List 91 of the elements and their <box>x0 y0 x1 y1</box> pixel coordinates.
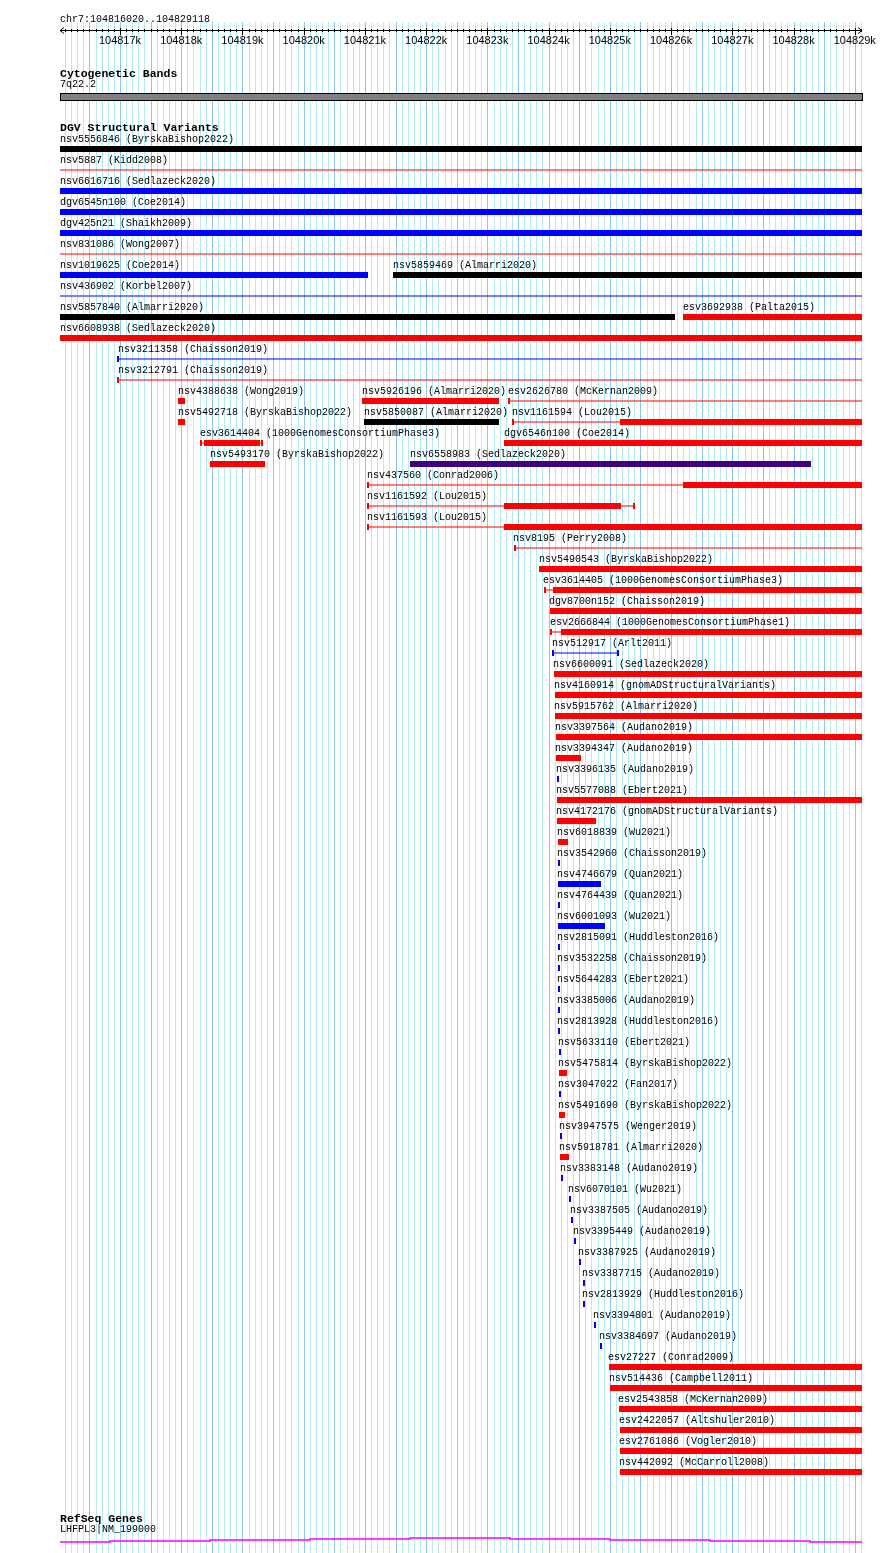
variant-label: dgv6546n100 (Coe2014) <box>504 428 631 440</box>
band-label: 7q22.2 <box>60 79 96 91</box>
variant-label: nsv3397564 (Audano2019) <box>555 722 694 734</box>
track-title: RefSeq Genes <box>60 1512 143 1525</box>
variant-label: nsv3211358 (Chaisson2019) <box>118 344 269 356</box>
variant-label: nsv5491690 (ByrskaBishop2022) <box>558 1100 733 1112</box>
variant-label: esv2761086 (Vogler2010) <box>619 1436 758 1448</box>
axis-tick-label: 104826k <box>649 34 693 46</box>
variant-label: nsv3383148 (Audano2019) <box>560 1163 699 1175</box>
axis-tick-label: 104820k <box>282 34 325 46</box>
variant-label: nsv3387715 (Audano2019) <box>582 1268 721 1280</box>
variant-label: nsv5644283 (Ebert2021) <box>557 974 690 986</box>
variant-label: nsv8195 (Perry2008) <box>513 533 628 545</box>
variant-label: nsv437560 (Conrad2006) <box>367 470 500 482</box>
variant-label: nsv5857840 (Almarri2020) <box>60 302 205 314</box>
variant-label: nsv3394801 (Audano2019) <box>593 1310 732 1322</box>
variant-label: nsv442092 (McCarroll2008) <box>619 1457 770 1469</box>
variant-label: nsv1161594 (Lou2015) <box>512 407 633 419</box>
variant-label: nsv3212791 (Chaisson2019) <box>118 365 269 377</box>
variant-label: nsv5915762 (Almarri2020) <box>554 701 699 713</box>
variant-label: nsv2815091 (Huddleston2016) <box>557 932 720 944</box>
variant-label: nsv3385006 (Audano2019) <box>557 995 696 1007</box>
variant-label: dgv425n21 (Shaikh2009) <box>60 218 193 230</box>
variant-label: esv2666844 (1000GenomesConsortiumPhase1) <box>550 617 791 629</box>
track-title: DGV Structural Variants <box>60 121 219 134</box>
variant-label: nsv3947575 (Wenger2019) <box>559 1121 698 1133</box>
axis-tick-label: 104828k <box>772 34 815 46</box>
variant-label: esv3614404 (1000GenomesConsortiumPhase3) <box>200 428 441 440</box>
variant-label: esv2626780 (McKernan2009) <box>508 386 659 398</box>
variant-label: nsv831086 (Wong2007) <box>60 239 181 251</box>
gene-label: LHFPL3|NM_199000 <box>60 1524 156 1536</box>
variant-label: nsv512917 (Arlt2011) <box>552 638 673 650</box>
variant-label: dgv6545n100 (Coe2014) <box>60 197 187 209</box>
variant-label: nsv5577088 (Ebert2021) <box>556 785 689 797</box>
variant-label: nsv4764439 (Quan2021) <box>557 890 684 902</box>
variant-label: nsv6001093 (Wu2021) <box>557 911 672 923</box>
variant-label: nsv2813928 (Huddleston2016) <box>557 1016 720 1028</box>
variant-label: nsv5493170 (ByrskaBishop2022) <box>210 449 385 461</box>
variant-label: nsv2813929 (Huddleston2016) <box>582 1289 745 1301</box>
variant-label: nsv4388638 (Wong2019) <box>178 386 305 398</box>
variant-label: nsv5926196 (Almarri2020) <box>362 386 507 398</box>
axis-tick-label: 104822k <box>405 34 448 46</box>
axis-tick-label: 104829k <box>833 34 876 46</box>
variant-label: nsv3532258 (Chaisson2019) <box>557 953 708 965</box>
variant-label: nsv5859469 (Almarri2020) <box>393 260 538 272</box>
variant-label: nsv6018839 (Wu2021) <box>557 827 672 839</box>
variant-label: nsv3387925 (Audano2019) <box>578 1247 717 1259</box>
variant-label: nsv5492718 (ByrskaBishop2022) <box>178 407 353 419</box>
axis-tick-label: 104824k <box>527 34 570 46</box>
variant-label: nsv1161593 (Lou2015) <box>367 512 488 524</box>
axis-tick-label: 104827k <box>711 34 754 46</box>
axis-tick-label: 104817k <box>98 34 142 46</box>
variant-label: nsv5490543 (ByrskaBishop2022) <box>539 554 714 566</box>
variant-label: nsv5887 (Kidd2008) <box>60 155 169 167</box>
variant-label: nsv5918781 (Almarri2020) <box>559 1142 704 1154</box>
variant-label: nsv514436 (Campbell2011) <box>609 1373 754 1385</box>
variant-label: nsv6608938 (Sedlazeck2020) <box>60 323 217 335</box>
variant-label: nsv4160914 (gnomADStructuralVariants) <box>554 680 777 692</box>
variant-label: esv2422057 (Altshuler2010) <box>619 1415 776 1427</box>
variant-label: nsv1161592 (Lou2015) <box>367 491 488 503</box>
variant-label: nsv6558983 (Sedlazeck2020) <box>410 449 567 461</box>
variant-label: nsv5475814 (ByrskaBishop2022) <box>558 1058 733 1070</box>
variant-label: nsv3047022 (Fan2017) <box>558 1079 679 1091</box>
variant-label: nsv436902 (Korbel2007) <box>60 281 193 293</box>
variant-label: nsv1019625 (Coe2014) <box>60 260 181 272</box>
variant-label: esv3692938 (Palta2015) <box>683 302 816 314</box>
variant-label: esv3614405 (1000GenomesConsortiumPhase3) <box>543 575 784 587</box>
variant-label: dgv8700n152 (Chaisson2019) <box>549 596 706 608</box>
variant-label: esv2543858 (McKernan2009) <box>618 1394 769 1406</box>
coordinate-range: chr7:104816020..104829118 <box>60 14 211 26</box>
variant-label: nsv6616716 (Sedlazeck2020) <box>60 176 217 188</box>
axis-tick-label: 104818k <box>160 34 203 46</box>
track-title: Cytogenetic Bands <box>60 67 178 80</box>
variant-label: nsv6600091 (Sedlazeck2020) <box>553 659 710 671</box>
variant-label: nsv3395449 (Audano2019) <box>573 1226 712 1238</box>
variant-label: nsv3394347 (Audano2019) <box>555 743 694 755</box>
variant-label: nsv4172176 (gnomADStructuralVariants) <box>556 806 779 818</box>
axis-tick-label: 104823k <box>466 34 509 46</box>
variant-label: nsv3387505 (Audano2019) <box>570 1205 709 1217</box>
variant-label: nsv5556846 (ByrskaBishop2022) <box>60 134 235 146</box>
variant-label: nsv5633110 (Ebert2021) <box>558 1037 691 1049</box>
variant-label: esv27227 (Conrad2009) <box>608 1352 735 1364</box>
axis-tick-label: 104825k <box>588 34 631 46</box>
variant-label: nsv3542960 (Chaisson2019) <box>557 848 708 860</box>
variant-label: nsv5850087 (Almarri2020) <box>364 407 509 419</box>
variant-label: nsv3396135 (Audano2019) <box>556 764 695 776</box>
axis-tick-label: 104821k <box>343 34 387 46</box>
variant-label: nsv6070101 (Wu2021) <box>568 1184 683 1196</box>
variant-label: nsv3384697 (Audano2019) <box>599 1331 738 1343</box>
axis-tick-label: 104819k <box>221 34 264 46</box>
variant-label: nsv4746679 (Quan2021) <box>557 869 684 881</box>
